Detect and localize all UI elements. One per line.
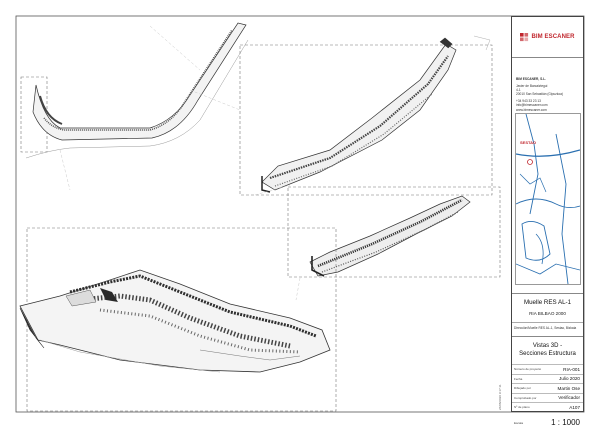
field-label: Nº de plano (514, 405, 530, 409)
sheet-title-line-2: Secciones Estructura (519, 351, 576, 357)
pier-deck-top-right (269, 55, 449, 180)
field-label: Fecha (514, 376, 523, 381)
pier-head-overview (39, 95, 63, 125)
company-phone: +34 943 33 23 13 (516, 99, 541, 104)
field-row-scale: Escala 1 : 1000 (512, 411, 583, 431)
scale-value: 1 : 1000 (551, 417, 580, 427)
project-name: Muelle RES AL-1 (523, 299, 572, 306)
project-address: Dirección/Muelle RES AL-1, Sestao, Bizka… (512, 322, 583, 333)
terrain-outline-bottom-left (19, 269, 331, 373)
company-address-2: 4-1 (516, 88, 521, 93)
field-value: Julio 2020 (559, 376, 580, 381)
location-map-graphic (516, 114, 580, 284)
project-client: RIA BILBAO 2000 (529, 311, 566, 316)
pier-outline-top-right (261, 43, 457, 191)
pier-piles-bottom-left (79, 293, 291, 349)
logo-text: BIM ESCANER (531, 34, 575, 40)
shoreline-overview (25, 39, 249, 159)
view-frame-top-right (239, 44, 493, 196)
field-row-project-number: Número de proyecto RIA-001 (512, 364, 583, 374)
company-address-1: Javier de Barcaiztegui (516, 84, 548, 89)
company-web: www.bimescaner.com (516, 107, 547, 112)
field-value: Verificador (558, 395, 580, 400)
view-section-bottom-left (19, 227, 337, 412)
view-section-middle-right (287, 186, 501, 301)
view-axonometric-top-right (239, 35, 493, 196)
sheet-border (15, 15, 585, 413)
view-overview-top-left (20, 22, 249, 191)
scale-label: Escala (514, 420, 524, 425)
company-email: info@bimescaner.com (516, 103, 548, 108)
detail-frame-left (20, 76, 48, 153)
project-info: Muelle RES AL-1 RIA BILBAO 2000 Direcció… (512, 293, 583, 427)
pier-deck-overview (43, 29, 233, 131)
company-address-3: 20010 San Sebastián (Gipuzkoa) (516, 92, 563, 97)
pier-outline-overview (32, 22, 247, 141)
location-map-label: SESTAO (520, 140, 537, 145)
field-row-sheet-number: Nº de plano A107 (512, 402, 583, 412)
field-row-drawn-by: Dibujado por Martin Ose (512, 383, 583, 393)
company-details: BIM ESCANER, S.L. Javier de Barcaiztegui… (516, 77, 580, 112)
company-logo: BIM ESCANER (512, 17, 583, 58)
field-row-date: Fecha Julio 2020 (512, 373, 583, 384)
field-label: Número de proyecto (514, 367, 542, 371)
view-frame-middle-right (287, 186, 501, 278)
bim-escaner-logo-icon (520, 32, 529, 41)
location-map: SESTAO (515, 113, 581, 285)
sheet-fields: Número de proyecto RIA-001 Fecha Julio 2… (512, 364, 583, 431)
pier-structure-middle-right (317, 198, 463, 268)
sheet-title-line-1: Vistas 3D - (532, 343, 563, 349)
field-value: A107 (569, 404, 580, 410)
field-label: Dibujado por (514, 386, 532, 390)
company-name: BIM ESCANER, S.L. (516, 77, 546, 81)
revision-timestamp: 26/08/2020 9:17:11 (498, 384, 502, 410)
title-block: BIM ESCANER BIM ESCANER, S.L. Javier de … (511, 16, 584, 427)
field-row-checked-by: Comprobado por Verificador (512, 392, 583, 403)
field-value: RIA-001 (563, 366, 580, 372)
sheet-title: Vistas 3D - Secciones Estructura (512, 336, 583, 358)
field-label: Comprobado por (514, 395, 537, 400)
field-value: Martin Ose (557, 385, 580, 391)
